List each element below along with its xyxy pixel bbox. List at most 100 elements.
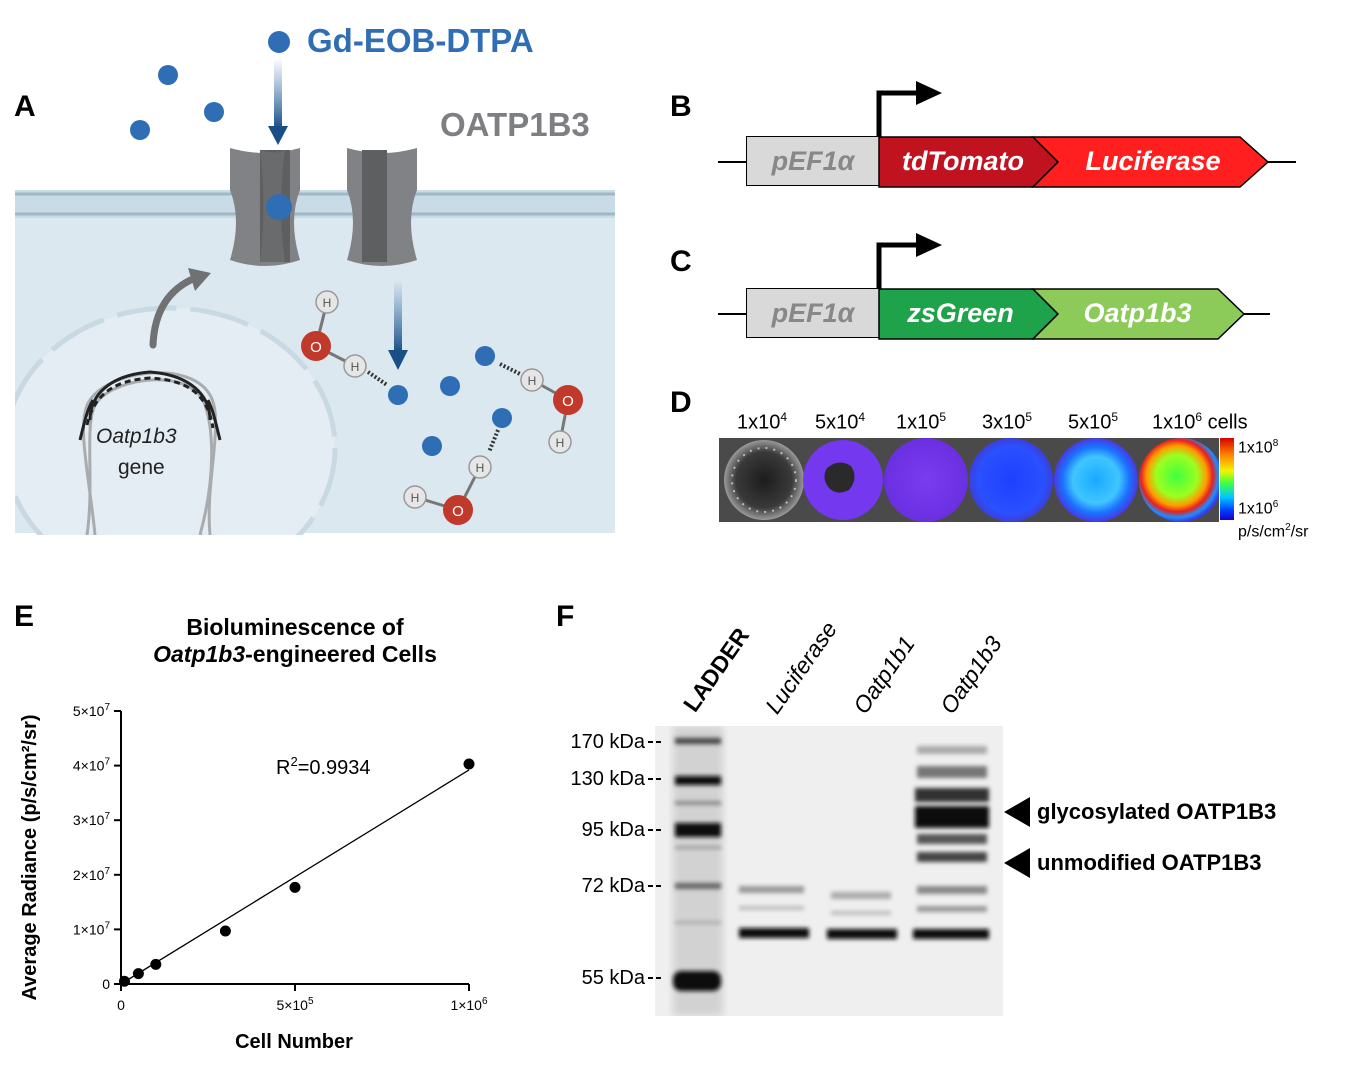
scale-max-label: 1x108 <box>1238 438 1279 457</box>
gd-eob-dtpa-molecule <box>492 408 512 428</box>
panel-label-e: E <box>14 600 35 633</box>
bli-well-image <box>719 438 1219 522</box>
well-4 <box>969 438 1053 522</box>
x-tick-label: 5×105 <box>276 996 314 1013</box>
gd-eob-dtpa-molecule <box>130 120 150 140</box>
well-label-3: 1x105 <box>896 410 947 434</box>
gd-eob-dtpa-molecule <box>268 31 290 53</box>
well-3 <box>884 438 968 522</box>
glycosylated-label: glycosylated OATP1B3 <box>1037 799 1277 824</box>
svg-text:O: O <box>452 503 464 520</box>
svg-text:H: H <box>476 461 485 475</box>
y-tick-label: 4×107 <box>73 757 111 774</box>
x-tick-label: 0 <box>117 997 125 1013</box>
data-point <box>150 958 162 970</box>
panel-label-a: A <box>14 90 36 123</box>
construct-c-gene1: zsGreen <box>907 297 1014 328</box>
svg-text:H: H <box>556 436 565 450</box>
uptake-schematic: H H O H H O H H <box>15 31 615 536</box>
gd-eob-dtpa-molecule <box>266 194 292 220</box>
panel-a-schematic: H H O H H O H H <box>15 0 615 536</box>
unmodified-label: unmodified OATP1B3 <box>1037 850 1262 875</box>
chart-title-italic: Oatp1b3 <box>153 641 246 667</box>
marker-170: 170 kDa <box>570 731 646 753</box>
svg-text:O: O <box>310 339 322 356</box>
down-arrow-icon <box>388 350 408 370</box>
y-tick-label: 2×107 <box>73 866 111 883</box>
gene-word-label: gene <box>118 456 165 479</box>
panel-label-d: D <box>670 386 692 419</box>
svg-text:H: H <box>323 296 332 310</box>
svg-text:H: H <box>351 360 360 374</box>
y-axis-label: Average Radiance (p/s/cm²/sr) <box>19 714 41 1000</box>
marker-ticks <box>648 741 662 979</box>
promoter-arrow-icon <box>876 233 942 289</box>
water-molecule: H H O <box>403 429 500 525</box>
panel-label-c: C <box>670 245 692 278</box>
transporter-label: OATP1B3 <box>440 106 590 143</box>
svg-text:H: H <box>528 374 537 388</box>
promoter-arrow-icon <box>876 81 942 137</box>
chart-title-line1: Bioluminescence of <box>186 614 404 640</box>
well-label-6: 1x106 cells <box>1152 410 1248 434</box>
gd-eob-dtpa-molecule <box>422 436 442 456</box>
scale-unit-label: p/s/cm2/sr <box>1238 522 1309 541</box>
well-1 <box>724 440 804 520</box>
data-point <box>289 881 301 893</box>
panel-label-b: B <box>670 90 692 123</box>
well-label-1: 1x104 <box>737 410 788 434</box>
data-point <box>463 758 475 770</box>
marker-72: 72 kDa <box>581 875 645 897</box>
curved-arrow-icon <box>188 268 211 291</box>
y-tick-label: 1×107 <box>73 920 111 937</box>
nucleus <box>15 305 338 535</box>
well-5 <box>1054 438 1138 522</box>
well-6 <box>1139 438 1219 522</box>
construct-c-promoter: pEF1α <box>746 288 880 338</box>
construct-c-genes <box>878 288 1246 340</box>
well-label-2: 5x104 <box>815 410 866 434</box>
compound-label: Gd-EOB-DTPA <box>307 22 534 59</box>
data-point <box>219 925 231 937</box>
scale-min-label: 1x106 <box>1238 499 1279 518</box>
y-tick-label: 0 <box>102 976 110 992</box>
bli-color-scale-bar <box>1220 438 1234 520</box>
dna-loop <box>78 370 222 536</box>
radiance-scatter-plot: Average Radiance (p/s/cm²/sr) Cell Numbe… <box>19 702 488 1053</box>
panel-label-f: F <box>556 600 575 633</box>
data-point <box>132 968 144 980</box>
lane-label-ladder: LADDER <box>677 623 755 717</box>
chart-title: Bioluminescence of Oatp1b3-engineered Ce… <box>0 614 590 668</box>
x-tick-label: 1×106 <box>450 996 488 1013</box>
glycosylated-arrow-icon <box>1004 797 1030 827</box>
gd-eob-dtpa-molecule <box>204 102 224 122</box>
chart-title-rest: -engineered Cells <box>245 641 437 667</box>
gd-eob-dtpa-molecule <box>158 65 178 85</box>
well-label-5: 5x105 <box>1068 410 1119 434</box>
marker-130: 130 kDa <box>570 768 646 790</box>
x-axis-label: Cell Number <box>235 1031 353 1053</box>
marker-95: 95 kDa <box>581 819 645 841</box>
marker-55: 55 kDa <box>581 967 645 989</box>
y-tick-label: 3×107 <box>73 811 111 828</box>
construct-b-gene2: Luciferase <box>1085 145 1221 176</box>
y-tick-label: 5×107 <box>73 702 111 719</box>
data-point <box>118 975 130 987</box>
water-molecule: H H O <box>301 290 389 387</box>
oatp1b3-channel-right <box>347 148 417 266</box>
construct-b-gene1: tdTomato <box>902 145 1024 176</box>
western-blot <box>655 726 1003 1016</box>
svg-text:O: O <box>562 393 574 410</box>
construct-b-genes <box>878 136 1270 188</box>
gd-eob-dtpa-molecule <box>440 376 460 396</box>
construct-c-gene2: Oatp1b3 <box>1083 297 1192 328</box>
lane-label-luciferase: Luciferase <box>759 616 843 719</box>
gd-eob-dtpa-molecule <box>388 385 408 405</box>
lane-label-oatp1b3: Oatp1b3 <box>934 631 1007 719</box>
lane-label-oatp1b1: Oatp1b1 <box>847 631 920 719</box>
unmodified-arrow-icon <box>1004 848 1030 878</box>
fit-line <box>120 769 470 985</box>
gene-name-label: Oatp1b3 <box>96 425 177 448</box>
water-molecule: H H O <box>499 362 583 454</box>
gd-eob-dtpa-molecule <box>475 346 495 366</box>
